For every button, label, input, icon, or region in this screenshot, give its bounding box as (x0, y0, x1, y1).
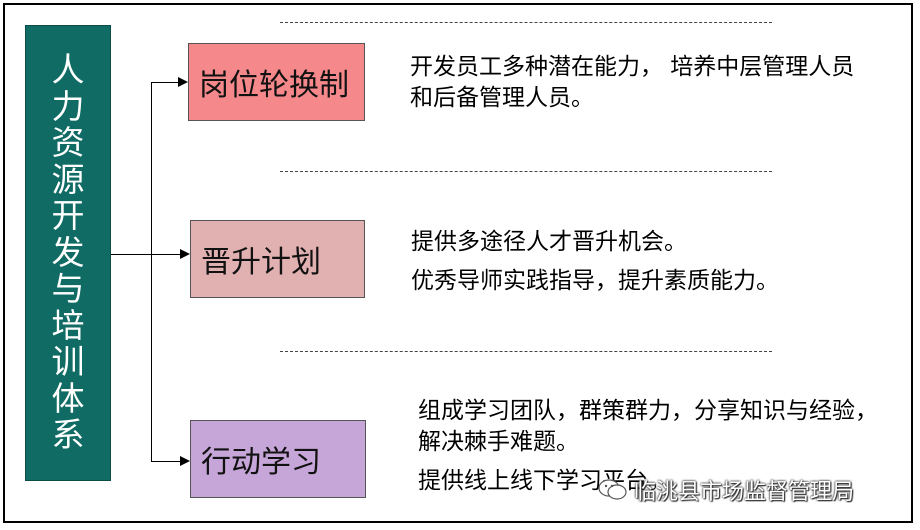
category-label: 行动学习 (201, 445, 321, 480)
wechat-icon (598, 478, 628, 502)
connector-branch-2 (151, 254, 181, 255)
category-label: 晋升计划 (201, 245, 321, 280)
description-line: 提供线上线下学习平台。 (418, 468, 671, 494)
connector-branch-1 (151, 82, 179, 83)
connector-vertical (151, 82, 152, 462)
dashed-divider (280, 351, 772, 352)
category-box-job-rotation: 岗位轮换制 (188, 43, 365, 121)
description-line: 开发员工多种潜在能力， 培养中层管理人员 (410, 54, 855, 80)
category-box-action-learning: 行动学习 (190, 420, 366, 498)
description-line: 解决棘手难题。 (418, 429, 579, 455)
sidebar-title-bar: 人力资源开发与培训体系 (25, 25, 111, 481)
category-label: 岗位轮换制 (199, 68, 349, 103)
slide-frame (3, 3, 913, 523)
sidebar-title: 人力资源开发与培训体系 (51, 50, 85, 455)
connector-horizontal-main (111, 254, 152, 255)
description-line: 提供多途径人才晋升机会。 (411, 229, 687, 255)
arrow-right-icon (180, 249, 190, 259)
description-line: 和后备管理人员。 (410, 85, 594, 111)
watermark: 临洮县市场监督管理局 (598, 474, 854, 506)
dashed-divider (280, 171, 772, 172)
connector-branch-3 (151, 461, 181, 462)
description-job-rotation: 开发员工多种潜在能力， 培养中层管理人员 和后备管理人员。 (410, 52, 854, 114)
category-box-promotion: 晋升计划 (190, 220, 365, 298)
description-line: 组成学习团队，群策群力，分享知识与经验， (418, 398, 878, 424)
description-promotion: 提供多途径人才晋升机会。 优秀导师实践指导，提升素质能力。 (411, 227, 779, 297)
watermark-text: 临洮县市场监督管理局 (634, 480, 855, 505)
description-line: 优秀导师实践指导，提升素质能力。 (411, 268, 779, 294)
arrow-right-icon (180, 456, 190, 466)
dashed-divider (280, 22, 772, 23)
description-action-learning: 组成学习团队，群策群力，分享知识与经验， 解决棘手难题。 提供线上线下学习平台。 (418, 396, 878, 497)
arrow-right-icon (178, 77, 188, 87)
